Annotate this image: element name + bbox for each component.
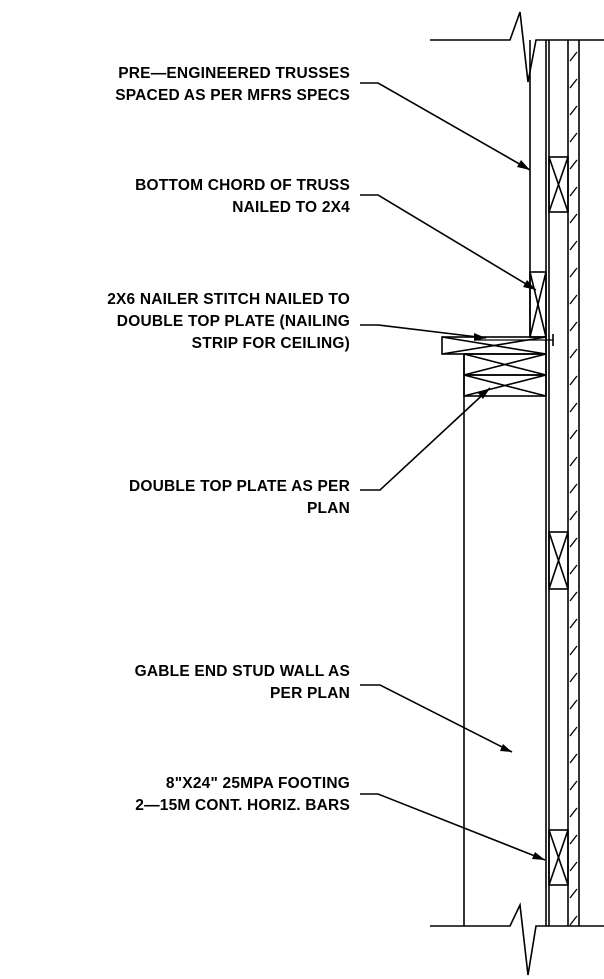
label-stud-wall: GABLE END STUD WALL AS PER PLAN <box>135 661 350 705</box>
blocking-1 <box>548 156 569 213</box>
blocking-2 <box>548 531 569 590</box>
hatch-mark <box>569 186 578 197</box>
hatch-mark <box>569 429 578 440</box>
sheathing-hatch: /* placeholder */ <box>569 51 578 926</box>
hatch-mark <box>569 510 578 521</box>
hatch-mark <box>569 456 578 467</box>
hatch-mark <box>569 699 578 710</box>
label-line: GABLE END STUD WALL AS <box>134 663 350 680</box>
label-line: PLAN <box>307 500 350 517</box>
hatch-mark <box>569 618 578 629</box>
hatch-mark <box>569 537 578 548</box>
hatch-mark <box>569 78 578 89</box>
blocking-3 <box>548 829 569 886</box>
label-footing: 8"X24" 25MPA FOOTING 2—15M CONT. HORIZ. … <box>135 773 350 817</box>
leader-stud-wall <box>360 684 513 753</box>
label-line: STRIP FOR CEILING) <box>191 335 350 352</box>
bottom-break-line <box>430 902 604 976</box>
hatch-mark <box>569 348 578 359</box>
hatch-mark <box>569 213 578 224</box>
hatch-mark <box>569 132 578 143</box>
hatch-mark <box>569 483 578 494</box>
top-break-line <box>430 11 604 83</box>
label-line: SPACED AS PER MFRS SPECS <box>115 87 350 104</box>
hatch-mark <box>569 780 578 791</box>
hatch-mark <box>569 321 578 332</box>
leader-trusses <box>360 82 531 171</box>
leader-bottom-chord <box>360 194 537 291</box>
leader-nailer <box>360 324 487 339</box>
hatch-mark <box>569 672 578 683</box>
hatch-mark <box>569 375 578 386</box>
hatch-mark <box>569 915 578 926</box>
hatch-mark <box>569 564 578 575</box>
hatch-mark <box>569 726 578 737</box>
label-nailer: 2X6 NAILER STITCH NAILED TO DOUBLE TOP P… <box>107 289 350 355</box>
leader-lines <box>360 82 546 861</box>
hatch-mark <box>569 753 578 764</box>
hatch-mark <box>569 591 578 602</box>
double-top-plate-lower <box>463 374 547 397</box>
label-top-plate: DOUBLE TOP PLATE AS PER PLAN <box>129 476 350 520</box>
hatch-mark <box>569 105 578 116</box>
label-line: 2—15M CONT. HORIZ. BARS <box>135 797 350 814</box>
label-line: DOUBLE TOP PLATE AS PER <box>128 478 350 495</box>
hatch-mark <box>569 861 578 872</box>
label-line: DOUBLE TOP PLATE (NAILING <box>116 313 350 330</box>
leader-footing <box>360 793 546 861</box>
label-bottom-chord: BOTTOM CHORD OF TRUSS NAILED TO 2X4 <box>135 175 350 219</box>
arrow-nailer <box>474 333 486 341</box>
label-line: BOTTOM CHORD OF TRUSS <box>135 177 350 194</box>
hatch-mark <box>569 888 578 899</box>
hatch-mark <box>569 240 578 251</box>
hatch-mark <box>569 645 578 656</box>
hatch-mark <box>569 294 578 305</box>
hatch-mark <box>569 834 578 845</box>
hatch-mark <box>569 402 578 413</box>
arrow-bottom-chord <box>523 280 536 290</box>
arrow-heads <box>474 160 545 860</box>
label-line: 2X6 NAILER STITCH NAILED TO <box>107 291 350 308</box>
hatch-mark <box>569 807 578 818</box>
label-trusses: PRE—ENGINEERED TRUSSES SPACED AS PER MFR… <box>115 63 350 107</box>
hatch-mark <box>569 267 578 278</box>
arrow-footing <box>532 852 545 860</box>
label-line: 8"X24" 25MPA FOOTING <box>165 775 350 792</box>
arrow-trusses <box>517 160 530 170</box>
hatch-mark <box>569 51 578 62</box>
bottom-chord-block <box>529 271 547 338</box>
label-line: PER PLAN <box>270 685 350 702</box>
label-line: NAILED TO 2X4 <box>232 199 350 216</box>
hatch-mark <box>569 159 578 170</box>
arrow-stud-wall <box>500 744 512 752</box>
label-line: PRE—ENGINEERED TRUSSES <box>118 65 350 82</box>
arrow-top-plate <box>478 388 490 399</box>
leader-top-plate <box>360 387 491 491</box>
